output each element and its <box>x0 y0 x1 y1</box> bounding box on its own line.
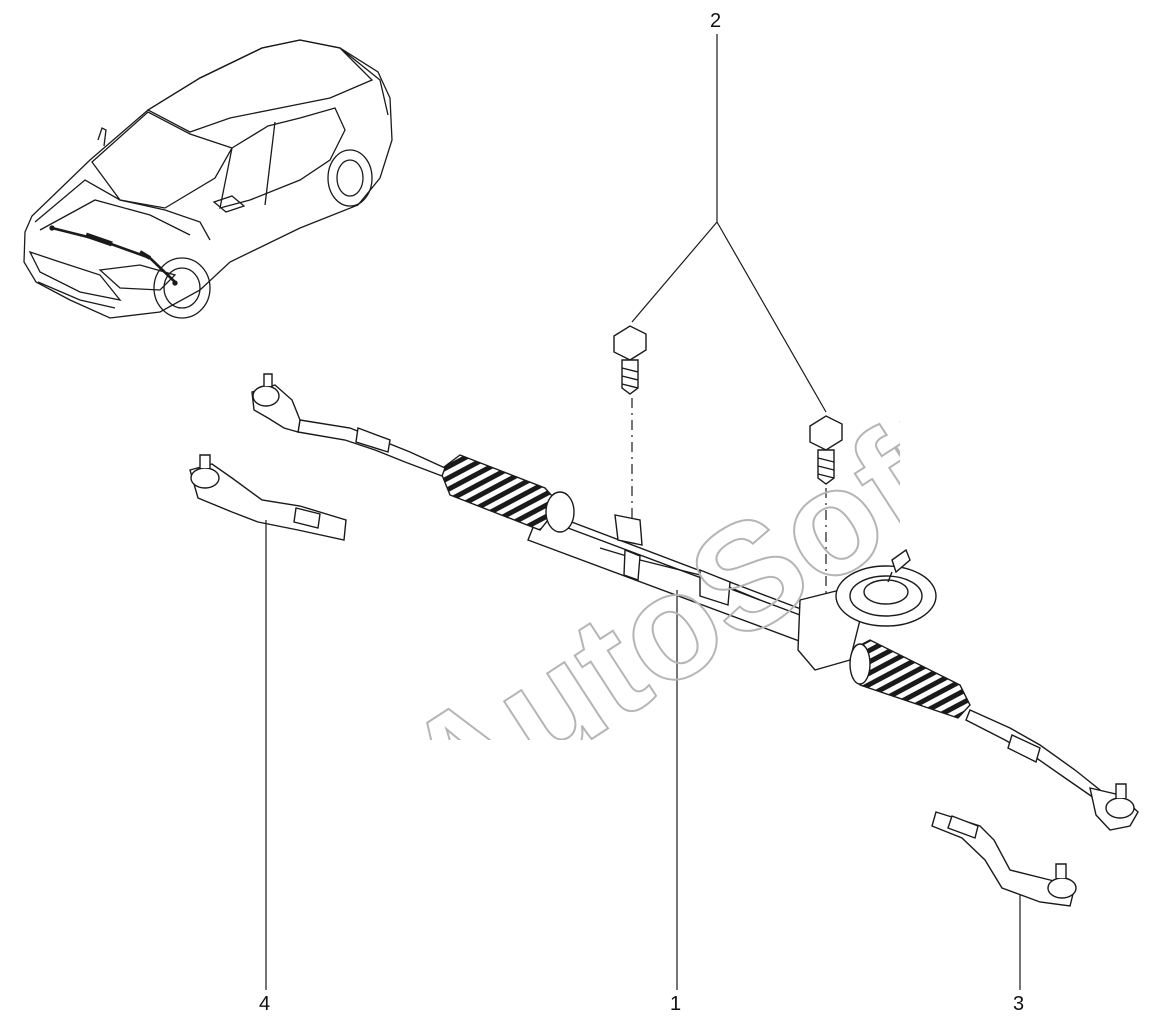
vehicle-location-inset <box>23 39 393 319</box>
watermark-text: AutoSoft <box>375 373 900 740</box>
callout-2: 2 <box>710 10 722 32</box>
leader-lines <box>265 34 1021 990</box>
callout-4: 4 <box>259 993 271 1015</box>
callout-1: 1 <box>670 993 682 1015</box>
watermark: AutoSoft <box>374 372 900 740</box>
callout-3: 3 <box>1013 993 1025 1015</box>
steering-rack-assembly <box>251 373 1139 831</box>
tie-rod-end-left <box>189 454 347 541</box>
tie-rod-end-right <box>931 811 1077 907</box>
mounting-bolts <box>613 325 843 485</box>
